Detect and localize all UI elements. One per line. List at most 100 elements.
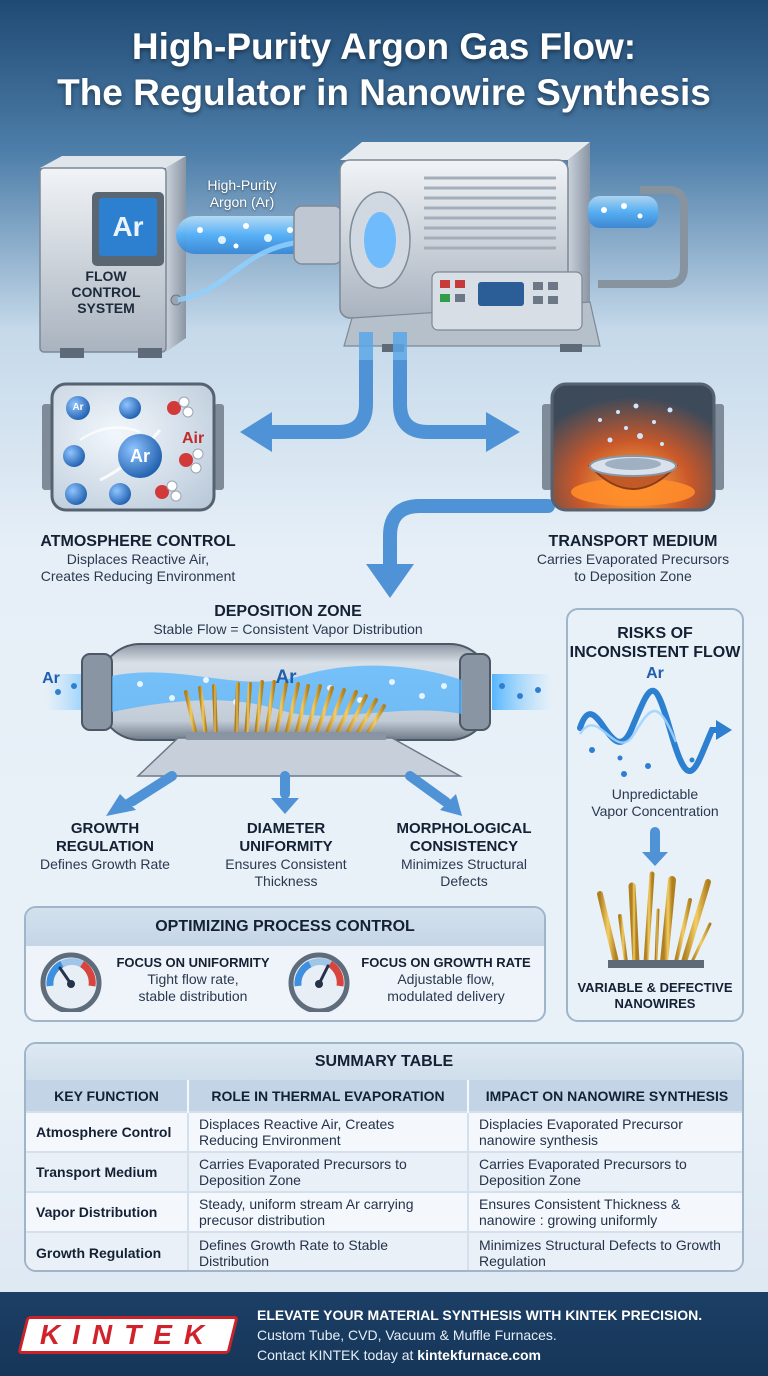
title-line-1: High-Purity Argon Gas Flow:: [131, 26, 637, 67]
diameter-desc-line-1: Ensures Consistent: [225, 856, 347, 872]
transport-title: TRANSPORT MEDIUM: [548, 533, 718, 550]
growth-caption: GROWTH REGULATION Defines Growth Rate: [20, 820, 190, 873]
morphology-title-line-2: CONSISTENCY: [409, 838, 519, 855]
deposition-title: DEPOSITION ZONE: [214, 603, 362, 620]
diameter-desc-line-2: Thickness: [254, 873, 318, 889]
uniformity-line-2: stable distribution: [138, 988, 248, 1004]
argon-gas-beam: [176, 216, 316, 303]
uniformity-title: FOCUS ON UNIFORMITY: [116, 955, 270, 970]
footer-products: Custom Tube, CVD, Vacuum & Muffle Furnac…: [257, 1327, 557, 1343]
ar-inner-label: Ar: [275, 667, 297, 688]
row-role: Carries Evaporated Precursors to Deposit…: [188, 1151, 469, 1192]
optimizing-header: OPTIMIZING PROCESS CONTROL: [26, 908, 544, 946]
risks-title: RISKS OF INCONSISTENT FLOW: [568, 624, 742, 662]
deposition-desc: Stable Flow = Consistent Vapor Distribut…: [153, 621, 423, 637]
table-row: Atmosphere Control Displaces Reactive Ai…: [26, 1111, 742, 1152]
row-function: Atmosphere Control: [26, 1111, 189, 1152]
risks-title-line-1: RISKS OF: [617, 625, 693, 642]
row-impact: Carries Evaporated Precursors to Deposit…: [468, 1151, 742, 1192]
header-key-function: KEY FUNCTION: [26, 1080, 189, 1112]
uniformity-focus: FOCUS ON UNIFORMITY Tight flow rate, sta…: [108, 955, 278, 1005]
argon-atom-label-small: Ar: [72, 402, 84, 413]
gas-label: High-Purity Argon (Ar): [190, 177, 294, 211]
atmosphere-caption: ATMOSPHERE CONTROL Displaces Reactive Ai…: [20, 532, 256, 585]
growth-rate-line-2: modulated delivery: [387, 988, 505, 1004]
distribution-arrows: [240, 360, 555, 598]
gas-label-line-2: Argon (Ar): [209, 194, 275, 210]
header-role: ROLE IN THERMAL EVAPORATION: [188, 1080, 469, 1112]
growth-title-line-1: GROWTH: [70, 820, 140, 837]
diameter-caption: DIAMETER UNIFORMITY Ensures Consistent T…: [196, 820, 376, 890]
nanowire-array: [184, 680, 386, 738]
exhaust-beam: [588, 186, 688, 288]
substrate: [136, 737, 463, 777]
row-role: Defines Growth Rate to Stable Distributi…: [188, 1231, 469, 1270]
summary-table-panel: SUMMARY TABLE KEY FUNCTION ROLE IN THERM…: [24, 1042, 744, 1272]
flow-control-label-line-2: CONTROL: [71, 284, 141, 300]
argon-atom-large: [118, 434, 162, 478]
uniformity-gauge-icon: [40, 952, 102, 1012]
deposition-caption: DEPOSITION ZONE Stable Flow = Consistent…: [110, 602, 466, 638]
defective-nanowires: [597, 827, 712, 968]
ar-outer-label: Ar: [42, 670, 60, 687]
row-impact: Displacies Evaporated Precursor nanowire…: [468, 1111, 742, 1152]
deposition-zone-illustration: [46, 643, 552, 806]
air-label: Air: [182, 430, 205, 447]
diameter-title-line-1: DIAMETER: [246, 820, 326, 837]
growth-rate-gauge-icon: [288, 952, 350, 1012]
wave-ar-label: Ar: [646, 665, 664, 682]
footer: KINTEK: [0, 1292, 768, 1376]
arrow-morphology-head: [440, 794, 462, 816]
ar-screen-text: Ar: [112, 211, 144, 242]
row-function: Transport Medium: [26, 1151, 189, 1192]
growth-rate-focus: FOCUS ON GROWTH RATE Adjustable flow, mo…: [356, 955, 536, 1005]
risks-desc-line-2: Vapor Concentration: [591, 803, 719, 819]
sub-arrow-heads: [106, 794, 462, 816]
arrow-left-head: [240, 412, 272, 452]
morphology-title-line-1: MORPHOLOGICAL: [396, 820, 532, 837]
arrow-diameter-head: [271, 798, 299, 814]
growth-rate-line-1: Adjustable flow,: [397, 971, 495, 987]
flow-control-label: FLOW CONTROL SYSTEM: [56, 268, 156, 316]
table-row: Transport Medium Carries Evaporated Prec…: [26, 1151, 742, 1192]
air-molecules: [155, 396, 204, 502]
arrow-down-head: [366, 564, 414, 598]
flow-control-cabinet: [39, 156, 186, 358]
row-impact: Minimizes Structural Defects to Growth R…: [468, 1231, 742, 1270]
equipment-illustration: [39, 142, 688, 370]
risks-desc-line-1: Unpredictable: [611, 786, 699, 802]
kintek-logo-text: KINTEK: [39, 1319, 217, 1350]
atmosphere-desc-line-2: Creates Reducing Environment: [40, 568, 236, 584]
title-line-2: The Regulator in Nanowire Synthesis: [57, 72, 711, 113]
atmosphere-chamber: [42, 382, 224, 512]
footer-headline: ELEVATE YOUR MATERIAL SYNTHESIS WITH KIN…: [257, 1307, 703, 1323]
diameter-title-line-2: UNIFORMITY: [239, 838, 333, 855]
flow-control-label-line-1: FLOW: [85, 268, 127, 284]
risks-result: VARIABLE & DEFECTIVE NANOWIRES: [568, 980, 742, 1012]
inconsistent-wave: [577, 687, 732, 777]
summary-table: KEY FUNCTION ROLE IN THERMAL EVAPORATION…: [26, 1080, 742, 1270]
table-row: Growth Regulation Defines Growth Rate to…: [26, 1231, 742, 1270]
atmosphere-title: ATMOSPHERE CONTROL: [40, 533, 236, 550]
header-impact: IMPACT ON NANOWIRE SYNTHESIS: [468, 1080, 742, 1112]
uniformity-line-1: Tight flow rate,: [147, 971, 239, 987]
arrow-right-head: [486, 412, 520, 452]
risks-desc: Unpredictable Vapor Concentration: [568, 786, 742, 820]
table-row: Vapor Distribution Steady, uniform strea…: [26, 1191, 742, 1232]
argon-atom-label: Ar: [129, 446, 150, 466]
row-impact: Ensures Consistent Thickness & nanowire …: [468, 1191, 742, 1232]
arrow-growth-head: [106, 794, 136, 816]
vapor-particles: [598, 403, 673, 446]
morphology-desc-line-2: Defects: [440, 873, 488, 889]
page-title: High-Purity Argon Gas Flow: The Regulato…: [0, 24, 768, 116]
morphology-caption: MORPHOLOGICAL CONSISTENCY Minimizes Stru…: [376, 820, 552, 890]
atmosphere-desc-line-1: Displaces Reactive Air,: [66, 551, 210, 567]
risks-result-line-1: VARIABLE & DEFECTIVE: [577, 980, 733, 995]
row-role: Displaces Reactive Air, Creates Reducing…: [188, 1111, 469, 1152]
transport-desc-line-2: to Deposition Zone: [574, 568, 692, 584]
row-function: Growth Regulation: [26, 1231, 189, 1270]
risks-result-line-2: NANOWIRES: [614, 996, 696, 1011]
footer-website-link[interactable]: kintekfurnace.com: [417, 1347, 542, 1363]
growth-title-line-2: REGULATION: [55, 838, 155, 855]
growth-desc: Defines Growth Rate: [40, 856, 170, 872]
